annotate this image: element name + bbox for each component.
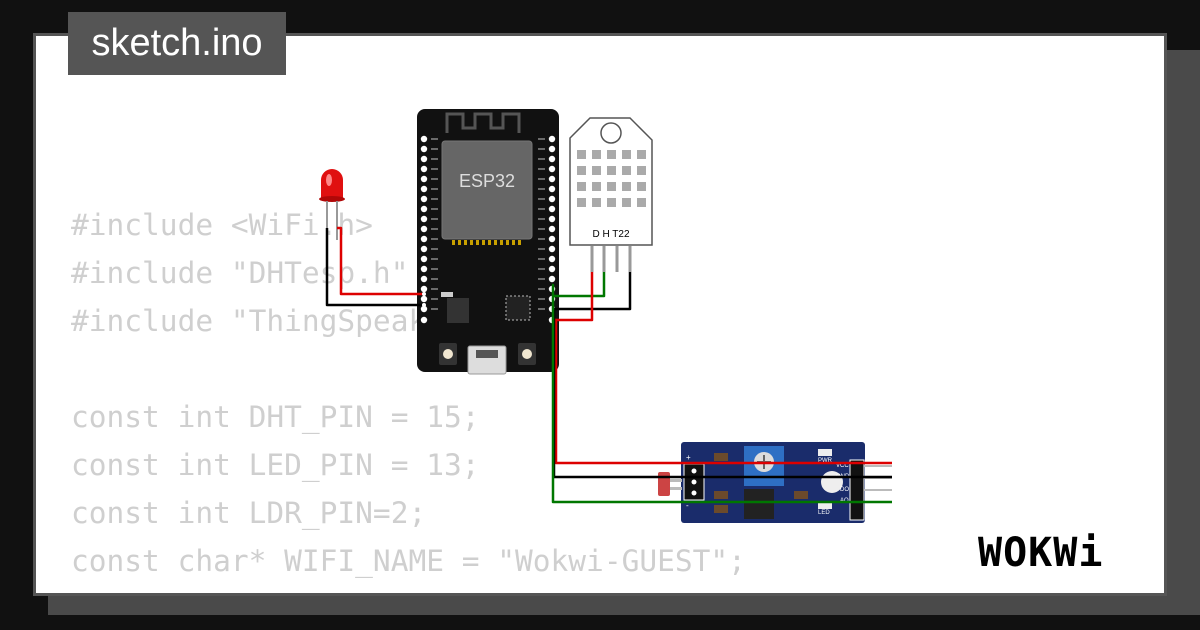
wokwi-logo[interactable]: WOKWi <box>978 528 1150 576</box>
ldr-pwr-label: PWR <box>818 458 833 464</box>
ldr-vcc-label: VCC <box>836 463 849 469</box>
esp32-chip-label: ESP32 <box>459 171 515 191</box>
wire-led-black <box>325 228 424 307</box>
esp32-board-icon[interactable]: ESP32 <box>417 109 559 375</box>
wire-dht-data <box>552 272 606 298</box>
wokwi-logo-text: WOKWi <box>978 530 1103 576</box>
code-line: const int LDR_PIN=2; <box>71 496 427 530</box>
code-line: const char* WIFI_PASSWORD = ""; <box>71 585 746 593</box>
code-line: const char* WIFI_NAME = "Wokwi-GUEST"; <box>71 544 746 578</box>
ldr-led-label: LED <box>818 510 830 516</box>
wire-led-red <box>337 226 424 296</box>
led-icon[interactable] <box>319 169 345 240</box>
wire-end-dots <box>422 292 426 307</box>
ldr-do-label: DO <box>840 487 849 493</box>
wire-dht-gnd <box>552 272 632 311</box>
wires <box>325 226 892 504</box>
wire-ldr-do <box>551 283 892 504</box>
wire-ldr-vcc <box>552 318 892 465</box>
dht22-label: D H T22 <box>592 229 629 240</box>
code-line: const int DHT_PIN = 15; <box>71 400 480 434</box>
wire-dht-vcc <box>552 272 594 322</box>
ldr-module-icon[interactable]: PWR LED DO AO VCC GND + - <box>658 442 892 523</box>
dht22-sensor-icon[interactable]: D H T22 <box>569 117 653 272</box>
code-line: const int LED_PIN = 13; <box>71 448 480 482</box>
ldr-plus-label: + <box>686 453 691 462</box>
file-tab[interactable]: sketch.ino <box>68 12 286 75</box>
code-line: #include <WiFi.h> <box>71 208 373 242</box>
ldr-minus-label: - <box>686 501 689 510</box>
code-line: #include "DHTesp.h" <box>71 256 409 290</box>
